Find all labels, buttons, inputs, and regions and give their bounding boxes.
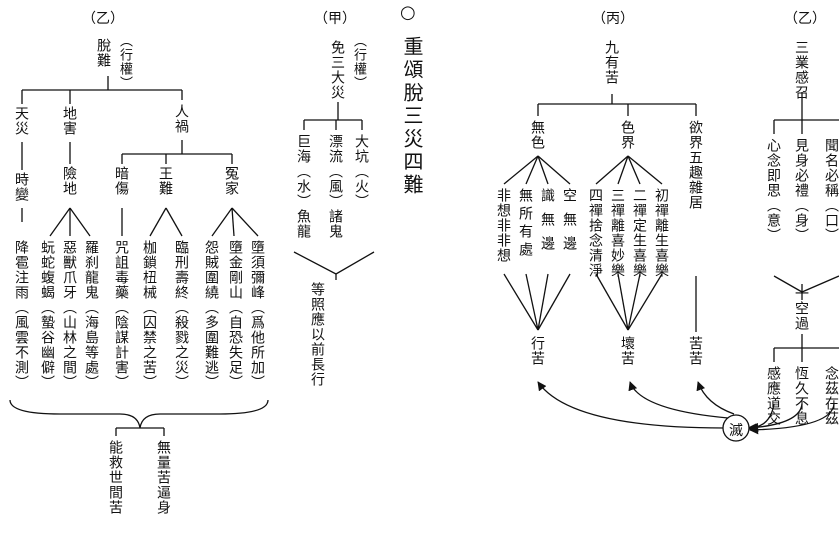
right-root: 九有苦 xyxy=(603,40,619,85)
node-anshang: 暗傷 xyxy=(113,166,129,196)
far-right-header: （乙） xyxy=(784,11,826,27)
group-wuse: 無色 xyxy=(529,120,545,150)
result-huaiku: 壞苦 xyxy=(619,336,635,366)
node-renhuo: 人禍 xyxy=(173,104,189,134)
leaf-chuchan: 初禪離生喜樂 xyxy=(653,188,669,278)
node-wangnan: 王難 xyxy=(157,166,173,196)
node-yuanjia: 冤家 xyxy=(223,166,239,196)
result-kuku: 苦苦 xyxy=(687,336,703,366)
leaf-duoxumi: 墮須彌峰（爲他所加） xyxy=(249,240,265,390)
node-dihai: 地害 xyxy=(61,106,77,136)
node-shibian: 時變 xyxy=(13,172,29,202)
result-nengjiu: 能救世間苦 xyxy=(107,440,123,515)
far-right-ganying: 感應道交 xyxy=(765,366,781,426)
left-header: （乙） xyxy=(82,11,124,27)
far-right-wenming: 聞名必稱（口） xyxy=(823,138,839,243)
middle-dakeng: 大坑（火） xyxy=(353,134,369,209)
leaf-luocha: 羅刹龍鬼（海島等處） xyxy=(83,240,99,390)
leaf-yuanshe: 蚖蛇蝮蝎（蟄谷幽僻） xyxy=(39,240,55,390)
mie-circle xyxy=(722,414,750,442)
far-right-xinnian: 心念即思（意） xyxy=(765,138,781,243)
middle-result: 等照應以前長行 xyxy=(309,282,325,387)
leaf-shiwubian: 識無邊 xyxy=(539,188,555,260)
leaf-sanchan: 三禪離喜妙樂 xyxy=(609,188,625,278)
result-xingku: 行苦 xyxy=(529,336,545,366)
leaf-jiangbao: 降雹注雨（風雲不測） xyxy=(13,240,29,390)
middle-piaoliu: 漂流（風）諸鬼 xyxy=(327,134,343,239)
result-wuliang: 無量苦逼身 xyxy=(155,440,171,515)
main-title: 重頌脫三災四難 xyxy=(400,36,424,197)
leaf-jiasuo: 枷鎖杻械（囚禁之苦） xyxy=(141,240,157,390)
right-header: （丙） xyxy=(592,11,634,27)
node-tianzai: 天災 xyxy=(13,106,29,136)
group-yujie: 欲界五趣雜居 xyxy=(687,120,703,210)
leaf-linxing: 臨刑壽終（殺戮之災） xyxy=(173,240,189,390)
group-sejie: 色界 xyxy=(619,120,635,150)
leaf-zhouzu: 咒詛毒藥（陰謀計害） xyxy=(113,240,129,390)
left-root: 脫難 xyxy=(95,38,111,68)
far-right-kongguo: 一空過 xyxy=(793,286,809,331)
leaf-feixiang: 非想非非想 xyxy=(495,188,511,263)
left-root-note: （行權） xyxy=(117,34,132,90)
far-right-nianzi: 念茲在茲 xyxy=(823,366,839,426)
middle-root-note: （行權） xyxy=(351,34,366,90)
mie-label: 滅 xyxy=(729,423,743,439)
middle-header: （甲） xyxy=(314,11,356,27)
bullet-circle-icon: ○ xyxy=(400,2,416,23)
leaf-yuanzei: 怨賊圍繞（多圍難逃） xyxy=(203,240,219,390)
node-xiandi: 險地 xyxy=(61,166,77,196)
leaf-sichan: 四禪捨念清淨 xyxy=(587,188,603,278)
far-right-root: 三業感召 xyxy=(793,40,809,100)
far-right-hengjiu: 恆久不息 xyxy=(793,366,809,426)
leaf-duojingang: 墮金剛山（自恐失足） xyxy=(227,240,243,390)
leaf-wusuoyouchu: 無所有處 xyxy=(517,188,533,260)
far-right-jianshen: 見身必禮（身） xyxy=(793,138,809,243)
middle-juhai: 巨海（水）魚龍 xyxy=(295,134,311,239)
leaf-eshou: 惡獸爪牙（山林之間） xyxy=(61,240,77,390)
leaf-kongwubian: 空無邊 xyxy=(561,188,577,260)
middle-root: 免三大災 xyxy=(329,40,345,100)
leaf-erchan: 二禪定生喜樂 xyxy=(631,188,647,278)
